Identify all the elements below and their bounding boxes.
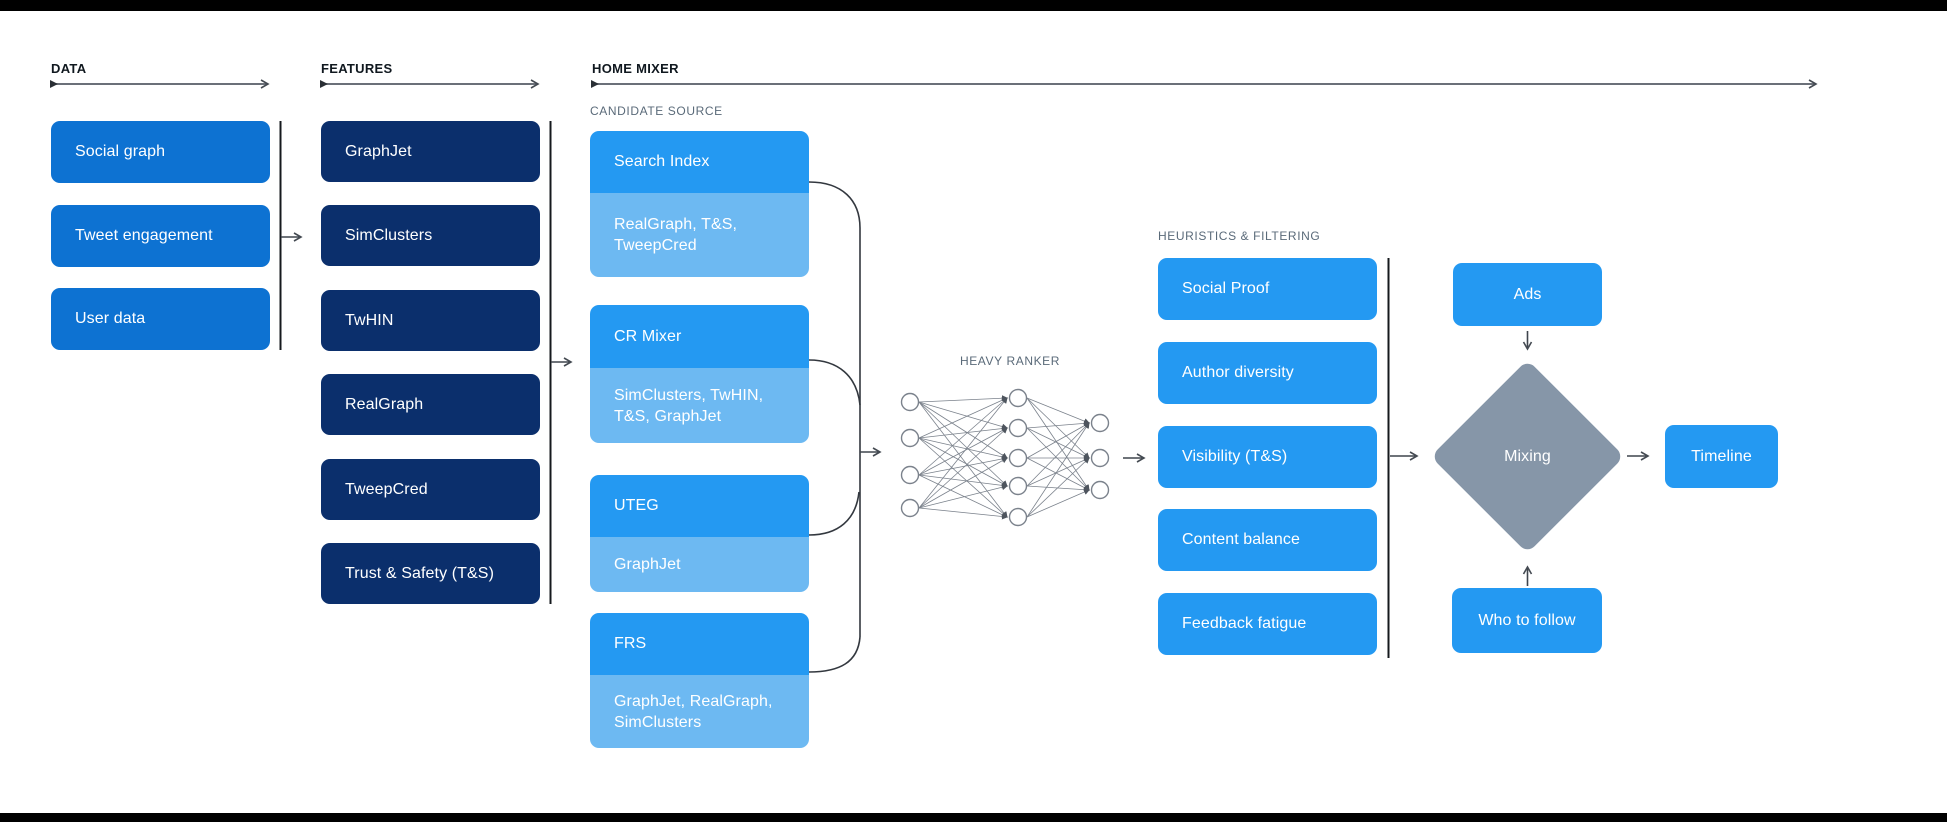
mixing-diamond: Mixing [1430,359,1625,554]
candidate-sub-uteg: GraphJet [590,537,809,592]
home-mixer-section-title: HOME MIXER [592,61,679,76]
data-box-social-graph: Social graph [51,121,270,183]
data-section-title: DATA [51,61,87,76]
data-box-tweet-engagement: Tweet engagement [51,205,270,267]
candidate-sub-frs: GraphJet, RealGraph, SimClusters [590,675,809,748]
letterbox-bottom-bar [0,813,1947,822]
mixing-diamond-label: Mixing [1504,447,1551,465]
candidate-header-uteg: UTEG [590,475,809,537]
candidate-header-search-index: Search Index [590,131,809,193]
candidate-group-uteg: UTEG GraphJet [590,475,809,592]
heuristic-box-author-diversity: Author diversity [1158,342,1377,404]
candidate-header-cr-mixer: CR Mixer [590,305,809,368]
feature-box-tweepcred: TweepCred [321,459,540,520]
data-box-user-data: User data [51,288,270,350]
features-section-title: FEATURES [321,61,393,76]
heavy-ranker-label: HEAVY RANKER [959,354,1061,368]
feature-box-graphjet: GraphJet [321,121,540,182]
heuristics-filtering-label: HEURISTICS & FILTERING [1158,229,1321,243]
heuristic-box-social-proof: Social Proof [1158,258,1377,320]
candidate-sub-cr-mixer: SimClusters, TwHIN, T&S, GraphJet [590,368,809,443]
feature-box-trust-safety: Trust & Safety (T&S) [321,543,540,604]
candidate-group-frs: FRS GraphJet, RealGraph, SimClusters [590,613,809,748]
candidate-header-frs: FRS [590,613,809,675]
candidate-group-cr-mixer: CR Mixer SimClusters, TwHIN, T&S, GraphJ… [590,305,809,443]
letterbox-top-bar [0,0,1947,11]
feature-box-simclusters: SimClusters [321,205,540,266]
timeline-box: Timeline [1665,425,1778,488]
candidate-group-search-index: Search Index RealGraph, T&S, TweepCred [590,131,809,277]
heuristic-box-content-balance: Content balance [1158,509,1377,571]
who-to-follow-box: Who to follow [1452,588,1602,653]
feature-box-twhin: TwHIN [321,290,540,351]
feature-box-realgraph: RealGraph [321,374,540,435]
heavy-ranker-network [900,388,1110,527]
candidate-source-label: CANDIDATE SOURCE [590,104,723,118]
ads-box: Ads [1453,263,1602,326]
candidate-source-connector [808,181,861,673]
heuristic-box-visibility: Visibility (T&S) [1158,426,1377,488]
candidate-sub-search-index: RealGraph, T&S, TweepCred [590,193,809,277]
heuristic-box-feedback-fatigue: Feedback fatigue [1158,593,1377,655]
